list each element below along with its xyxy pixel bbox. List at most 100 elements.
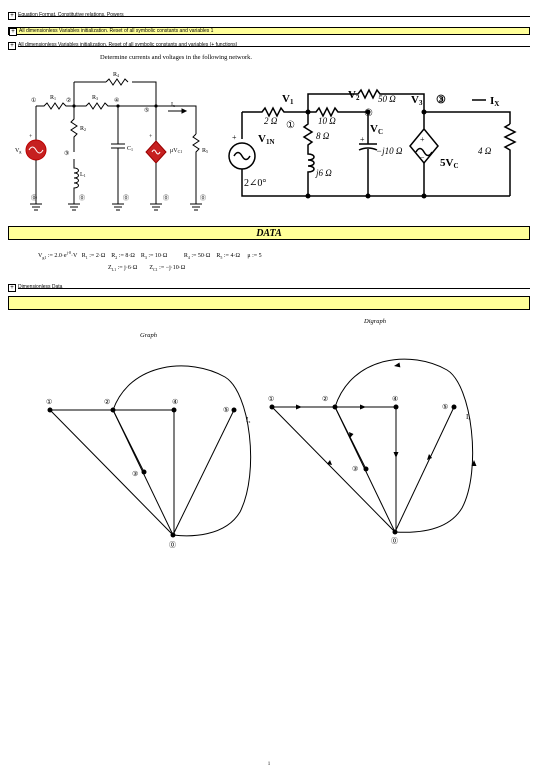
- node-3-label: ③: [352, 465, 358, 473]
- inductor-l1: [73, 159, 79, 204]
- resistor-10ohm: [308, 106, 368, 118]
- ix-label: Ix: [466, 413, 470, 421]
- label-v3: V3: [411, 94, 423, 107]
- data-region: DATA: [8, 226, 530, 240]
- label-c1: C1: [127, 146, 133, 152]
- region-rule: [18, 16, 530, 17]
- label-ix: Ix: [171, 102, 175, 108]
- node-5-label: ⑤: [223, 406, 229, 414]
- node-2-label: ②: [322, 395, 328, 403]
- polarity-plus: +: [149, 134, 153, 140]
- node-3-label: ③: [132, 470, 138, 478]
- digraph-title: Digraph: [364, 318, 387, 325]
- yellow-region-empty: [8, 296, 530, 310]
- polarity-plus: +: [29, 134, 33, 140]
- label-5vc: 5VC: [440, 157, 459, 170]
- region-label: All dimensionless Variables initializati…: [19, 28, 214, 34]
- expand-toggle[interactable]: +: [8, 12, 16, 20]
- circuit-schematic-left: ① ② ④ ⑤ ③ ⓪ ⓪ ⓪ ⓪ ⓪ R4 R1 R3 R2 L1 C1 Vg…: [15, 72, 208, 211]
- node-5-label: ⑤: [144, 107, 149, 114]
- label-vc: VC: [370, 123, 383, 136]
- resistor-r1: [36, 102, 74, 110]
- resistor-2ohm: [242, 106, 308, 118]
- label-50ohm: 50 Ω: [378, 94, 396, 104]
- region-rule: [18, 46, 530, 47]
- label-10ohm: 10 Ω: [318, 116, 336, 126]
- label-r3: R3: [92, 95, 98, 101]
- resistor-r2: [70, 106, 78, 152]
- region-dimensionless-data[interactable]: + Dimensionless Data: [8, 283, 530, 292]
- node-4-label: ④: [392, 395, 398, 403]
- ground-symbols: [30, 203, 202, 211]
- circuit-schematic-right: V1 V2 V3 ③ IX V1N VC 5VC 50 Ω 2 Ω 10 Ω 8…: [228, 88, 517, 199]
- node-3-label: ③: [64, 150, 69, 157]
- label-source-value: 2∠0°: [244, 178, 266, 189]
- label-r5: R5: [202, 148, 208, 154]
- node-5-label: ⑤: [442, 403, 448, 411]
- problem-statement: Determine currents and voltages in the f…: [100, 54, 252, 61]
- capacitor-jm10: [358, 112, 378, 196]
- label-jm10: −j10 Ω: [376, 146, 403, 156]
- label-4ohm: 4 Ω: [478, 146, 492, 156]
- page-number: 1: [267, 762, 271, 767]
- resistor-r4: [105, 78, 129, 86]
- data-equations-line2: ZL1 := j·6·Ω ZC1 := −j·10·Ω: [108, 265, 186, 273]
- graph-title: Graph: [140, 332, 157, 339]
- polarity-minus: −: [420, 153, 425, 162]
- node-2-label: ②: [364, 108, 373, 119]
- label-v1: V1: [282, 93, 294, 106]
- graph-directed: ① ② ④ ⑤ ③ ⓪ Ix: [268, 358, 477, 545]
- region-label: All dimensionless Variables initializati…: [18, 41, 240, 49]
- node-4-label: ④: [114, 97, 119, 104]
- polarity-plus: +: [232, 133, 237, 142]
- node-1-label: ①: [286, 120, 295, 131]
- node-1-label: ①: [31, 97, 36, 104]
- node-0-label: ⓪: [391, 537, 398, 545]
- ix-label: Ix: [246, 416, 250, 424]
- label-vg: Vg: [15, 148, 21, 154]
- label-8ohm: 8 Ω: [316, 131, 330, 141]
- node-0-label: ⓪: [79, 194, 85, 202]
- label-2ohm: 2 Ω: [264, 116, 278, 126]
- resistor-r3: [74, 102, 118, 110]
- expand-toggle[interactable]: +: [8, 42, 16, 50]
- node-2-label: ②: [104, 398, 110, 406]
- region-init-1[interactable]: + All dimensionless Variables initializa…: [8, 27, 530, 36]
- expand-toggle[interactable]: +: [9, 28, 17, 36]
- node-3-label: ③: [436, 94, 446, 106]
- region-equation-format[interactable]: + Equation Format, Constitutive relation…: [8, 11, 530, 20]
- region-label: Dimensionless Data: [18, 283, 65, 291]
- label-r4: R4: [113, 72, 119, 78]
- region-rule: [18, 288, 530, 289]
- node-0-label: ⓪: [200, 194, 206, 202]
- node-4-label: ④: [172, 398, 178, 406]
- direction-arrows: [296, 362, 477, 466]
- data-equations-line1: Vg1 := 2.0·ej·0·V R1 := 2·Ω R2 := 8·Ω R3…: [38, 250, 262, 261]
- region-init-2[interactable]: + All dimensionless Variables initializa…: [8, 41, 530, 50]
- r8-j6-branch: [302, 112, 315, 196]
- node-1-label: ①: [46, 398, 52, 406]
- label-r2: R2: [80, 126, 86, 132]
- resistor-50ohm: [307, 88, 425, 112]
- node-0-label: ⓪: [169, 541, 176, 549]
- data-title: DATA: [256, 228, 282, 239]
- node-0-label: ⓪: [123, 194, 129, 202]
- label-l1: L1: [80, 172, 86, 178]
- label-ix: IX: [490, 95, 499, 108]
- node-0-label: ⓪: [31, 194, 37, 202]
- resistor-r5: [192, 133, 200, 204]
- expand-toggle[interactable]: +: [8, 284, 16, 292]
- label-v2: V2: [348, 89, 360, 102]
- label-j6: j6 Ω: [315, 168, 332, 178]
- region-label: Equation Format, Constitutive relations,…: [18, 11, 126, 19]
- graph-undirected: ① ② ④ ⑤ ③ ⓪ Ix: [46, 365, 252, 549]
- polarity-plus: +: [420, 135, 425, 144]
- node-1-label: ①: [268, 395, 274, 403]
- resistor-4ohm: [503, 123, 517, 196]
- label-v1n: V1N: [258, 133, 275, 146]
- node-0-label: ⓪: [163, 194, 169, 202]
- node-2-label: ②: [66, 97, 71, 104]
- capacitor-c1: [111, 106, 125, 204]
- label-dependent-source: μVC1: [170, 148, 182, 154]
- polarity-plus: +: [360, 135, 365, 144]
